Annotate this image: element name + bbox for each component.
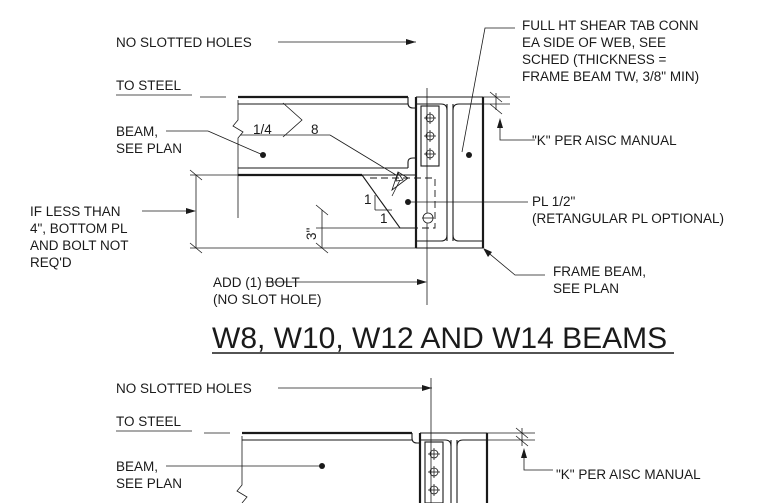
shear-tab-line4: FRAME BEAM TW, 3/8" MIN): [522, 69, 699, 84]
bottom-dimensions: [487, 427, 535, 447]
bottom-beam-label-line2: SEE PLAN: [116, 476, 182, 491]
if-less-line4: REQ'D: [30, 255, 72, 270]
weld-size-label: 1/4: [253, 122, 272, 137]
bottom-detail: NO SLOTTED HOLES TO STEEL BEAM, SEE PLAN…: [116, 378, 701, 503]
bottom-to-steel-label: TO STEEL: [116, 414, 182, 429]
slope-rise-label: 1: [364, 192, 372, 207]
k-per-aisc-label: "K" PER AISC MANUAL: [532, 133, 677, 148]
to-steel-label: TO STEEL: [116, 78, 182, 93]
add-bolt-line1: ADD (1) BOLT: [213, 275, 300, 290]
bottom-no-slotted-holes-label: NO SLOTTED HOLES: [116, 381, 252, 396]
shear-tab-line1: FULL HT SHEAR TAB CONN: [522, 18, 699, 33]
beam-label-line1: BEAM,: [116, 124, 158, 139]
top-frame-beam: [414, 88, 485, 305]
top-bottom-plate: [360, 171, 436, 229]
bottom-beam-label-line1: BEAM,: [116, 459, 158, 474]
if-less-line1: IF LESS THAN: [30, 204, 121, 219]
bottom-leaders: [166, 385, 553, 471]
plate-label-line2: (RETANGULAR PL OPTIONAL): [532, 211, 724, 226]
beam-label-line2: SEE PLAN: [116, 141, 182, 156]
frame-beam-line1: FRAME BEAM,: [553, 264, 646, 279]
if-less-line2: 4", BOTTOM PL: [30, 221, 128, 236]
no-slotted-holes-label: NO SLOTTED HOLES: [116, 35, 252, 50]
shear-tab-line3: SCHED (THICKNESS =: [522, 52, 667, 67]
top-weld-symbol: [240, 102, 397, 176]
slope-run-label: 1: [380, 211, 388, 226]
weld-length-label: 8: [311, 122, 319, 137]
plate-label-line1: PL 1/2": [532, 194, 576, 209]
top-dimensions: [189, 91, 510, 254]
add-bolt-line2: (NO SLOT HOLE): [213, 292, 322, 307]
dim-3in-label: 3": [304, 227, 319, 240]
if-less-line3: AND BOLT NOT: [30, 238, 129, 253]
shear-tab-line2: EA SIDE OF WEB, SEE: [522, 35, 666, 50]
top-detail: NO SLOTTED HOLES TO STEEL BEAM, SEE PLAN…: [30, 18, 724, 307]
bottom-frame-beam: [418, 378, 489, 503]
top-supported-beam: [232, 95, 416, 218]
bottom-k-per-aisc-label: "K" PER AISC MANUAL: [556, 467, 701, 482]
frame-beam-line2: SEE PLAN: [553, 281, 619, 296]
bottom-supported-beam: [236, 431, 420, 503]
section-title: W8, W10, W12 AND W14 BEAMS: [212, 322, 667, 355]
top-leaders: [142, 27, 545, 285]
